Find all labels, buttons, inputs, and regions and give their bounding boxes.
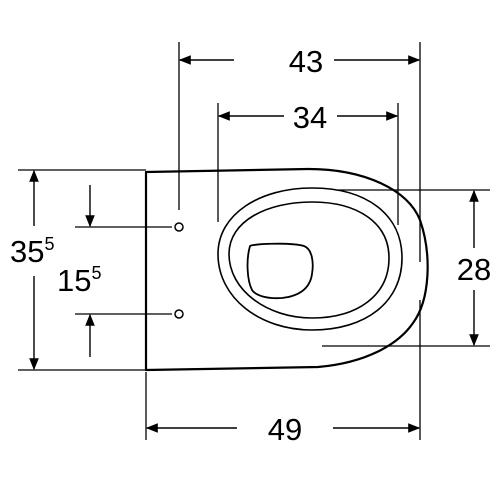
label-right-height: 28 bbox=[457, 252, 491, 287]
label-left-height: 355 bbox=[10, 234, 55, 269]
label-inner-width: 34 bbox=[293, 100, 327, 135]
dimension-lines bbox=[29, 55, 479, 433]
label-left-height-sup: 5 bbox=[44, 234, 54, 254]
label-top-width: 43 bbox=[289, 44, 323, 79]
label-bottom-width: 49 bbox=[268, 412, 302, 447]
mounting-hole-lower bbox=[174, 309, 184, 319]
bowl-rim-inner bbox=[228, 201, 390, 319]
mounting-hole-upper bbox=[174, 222, 184, 232]
dimension-labels: 43 34 49 28 355 155 bbox=[10, 44, 491, 447]
label-inner-height-sup: 5 bbox=[91, 263, 101, 283]
label-left-height-main: 35 bbox=[10, 234, 44, 269]
label-inner-height-main: 15 bbox=[57, 263, 91, 298]
toilet-body bbox=[144, 167, 429, 372]
extension-lines bbox=[18, 42, 490, 440]
drain-opening bbox=[246, 242, 314, 300]
bowl-rim-outer bbox=[217, 187, 403, 331]
outer-outline bbox=[144, 167, 429, 372]
label-inner-height: 155 bbox=[57, 263, 102, 298]
